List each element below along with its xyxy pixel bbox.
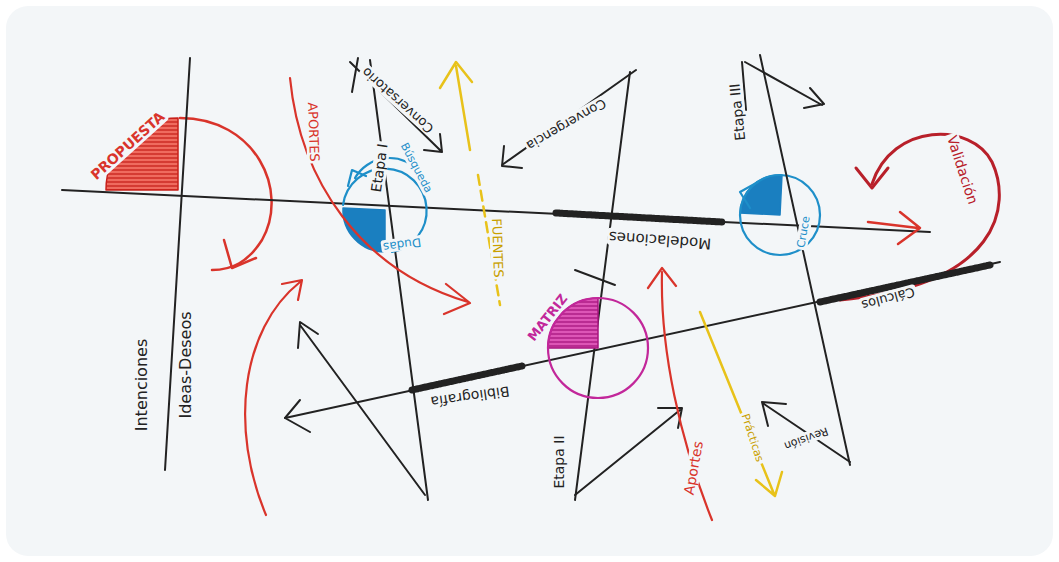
blue-circle: [740, 175, 820, 255]
red-arrow: [245, 280, 302, 515]
arrow-head: [868, 212, 920, 244]
sketch-label: Bibliografía: [428, 383, 513, 410]
arrow-head: [740, 182, 758, 208]
sketch-label: Intenciones: [133, 337, 151, 433]
sketch-label: Convergencia: [522, 94, 610, 153]
blue-fill: [343, 208, 385, 252]
sketch-label: Búsqueda: [397, 139, 435, 197]
panel: [6, 6, 1053, 556]
zigzag-arrow: [762, 402, 850, 462]
sketch-label: Etapa II: [552, 433, 567, 490]
stage-line: [575, 72, 630, 500]
arrow-head: [285, 400, 310, 432]
magenta-circle: [548, 298, 648, 398]
sketch-label: Prácticas: [738, 411, 766, 466]
zigzag-arrow: [298, 322, 425, 495]
sketch-label: Etapa III: [727, 81, 749, 143]
zigzag-arrow: [742, 62, 824, 110]
yellow-arrow: [700, 312, 782, 496]
sketch-label: Dudas: [380, 235, 424, 254]
sketch-label: Validación: [943, 132, 981, 208]
red-arc: [180, 118, 272, 270]
sketch-label: Cálculos: [858, 284, 918, 313]
zigzag-arrow: [350, 62, 442, 152]
red-arrow: [290, 78, 470, 314]
hatched-band: [556, 213, 722, 222]
sketch-label: Modelaciones: [606, 228, 713, 252]
sketch-label: Ideas-Deseos: [177, 309, 195, 420]
arrow-head: [856, 168, 888, 188]
sketch-label: FUENTES: [489, 216, 505, 280]
sketch-label: Etapa I: [369, 141, 392, 196]
sketch-label: Cruce: [795, 213, 813, 251]
sketch-label: Aportes: [681, 438, 706, 498]
sketch-label: APORTES: [305, 100, 322, 164]
sketch-label: PROPUESTA: [87, 108, 170, 185]
tick: [352, 58, 358, 92]
yellow-arrow: [440, 62, 472, 150]
red-arrow: [648, 268, 712, 520]
sketch-label: Revisión: [780, 424, 831, 452]
arrow-head: [348, 170, 366, 186]
stage-line: [760, 55, 850, 465]
sketch-label: MATRIZ: [524, 290, 572, 345]
sketch-lines: [62, 55, 1000, 520]
zigzag-arrow: [575, 270, 682, 495]
long-line: [285, 262, 1000, 418]
red-arc: [840, 134, 999, 300]
zigzag-arrow: [502, 70, 636, 168]
sketch-label: Conversatorio: [358, 63, 438, 137]
arrow-head: [224, 240, 256, 268]
